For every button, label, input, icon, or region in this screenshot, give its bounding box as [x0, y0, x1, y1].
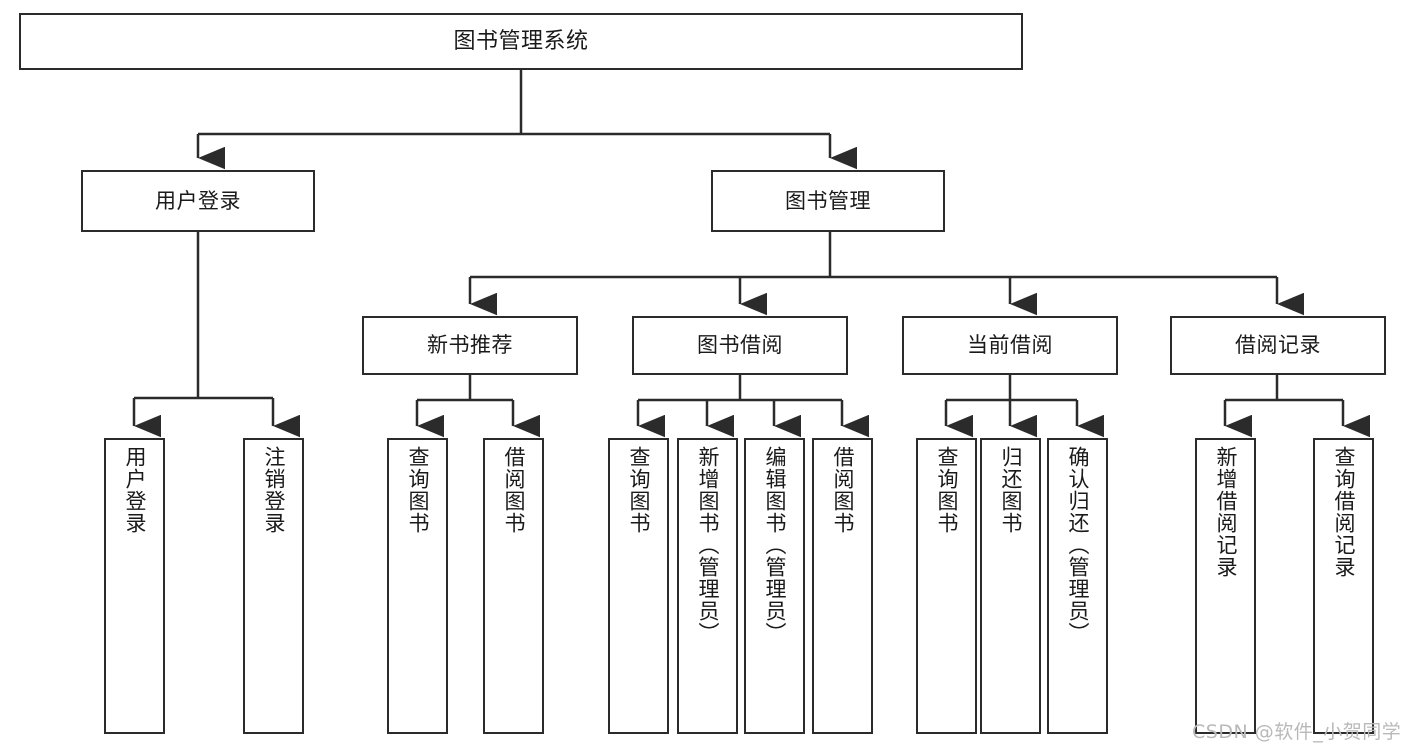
- node-leaf-logout-label: 注销登录: [262, 446, 286, 534]
- node-leaf-query-book-3-label: 查询图书: [935, 446, 959, 534]
- node-leaf-query-book-1[interactable]: 查询图书: [387, 438, 448, 734]
- node-leaf-return-book[interactable]: 归还图书: [980, 438, 1041, 734]
- csdn-watermark: CSDN @软件_小贺同学: [1192, 721, 1402, 743]
- node-leaf-logout[interactable]: 注销登录: [243, 438, 304, 734]
- node-leaf-user-login-label: 用户登录: [123, 446, 147, 534]
- node-leaf-return-book-label: 归还图书: [999, 446, 1023, 534]
- node-book-manage[interactable]: 图书管理: [711, 170, 945, 232]
- node-borrow-record[interactable]: 借阅记录: [1170, 316, 1386, 375]
- node-leaf-add-record[interactable]: 新增借阅记录: [1195, 438, 1256, 734]
- node-leaf-query-record-label: 查询借阅记录: [1332, 446, 1356, 578]
- node-book-borrow-label: 图书借阅: [697, 333, 783, 358]
- node-new-book-rec-label: 新书推荐: [427, 333, 513, 358]
- node-current-borrow-label: 当前借阅: [967, 333, 1053, 358]
- node-leaf-edit-book[interactable]: 编辑图书（管理员）: [744, 438, 805, 734]
- node-leaf-user-login[interactable]: 用户登录: [104, 438, 165, 734]
- node-leaf-confirm-return[interactable]: 确认归还（管理员）: [1047, 438, 1108, 734]
- node-user-login[interactable]: 用户登录: [81, 170, 315, 232]
- node-leaf-borrow-book-2-label: 借阅图书: [831, 446, 855, 534]
- node-user-login-label: 用户登录: [155, 188, 241, 213]
- node-book-borrow[interactable]: 图书借阅: [632, 316, 848, 375]
- node-leaf-query-record[interactable]: 查询借阅记录: [1313, 438, 1374, 734]
- node-root-label: 图书管理系统: [453, 28, 589, 54]
- node-leaf-query-book-2-label: 查询图书: [627, 446, 651, 534]
- node-book-manage-label: 图书管理: [785, 188, 871, 213]
- node-leaf-query-book-1-label: 查询图书: [406, 446, 430, 534]
- node-leaf-add-record-label: 新增借阅记录: [1214, 446, 1238, 578]
- node-new-book-rec[interactable]: 新书推荐: [362, 316, 578, 375]
- node-leaf-borrow-book-1[interactable]: 借阅图书: [483, 438, 544, 734]
- node-current-borrow[interactable]: 当前借阅: [902, 316, 1118, 375]
- node-leaf-borrow-book-1-label: 借阅图书: [502, 446, 526, 534]
- node-leaf-add-book[interactable]: 新增图书（管理员）: [677, 438, 738, 734]
- node-leaf-confirm-return-label: 确认归还（管理员）: [1066, 446, 1090, 644]
- node-leaf-edit-book-label: 编辑图书（管理员）: [763, 446, 787, 644]
- node-root[interactable]: 图书管理系统: [19, 13, 1023, 70]
- node-leaf-borrow-book-2[interactable]: 借阅图书: [812, 438, 873, 734]
- node-leaf-query-book-2[interactable]: 查询图书: [608, 438, 669, 734]
- node-leaf-add-book-label: 新增图书（管理员）: [696, 446, 720, 644]
- node-leaf-query-book-3[interactable]: 查询图书: [916, 438, 977, 734]
- node-borrow-record-label: 借阅记录: [1235, 333, 1321, 358]
